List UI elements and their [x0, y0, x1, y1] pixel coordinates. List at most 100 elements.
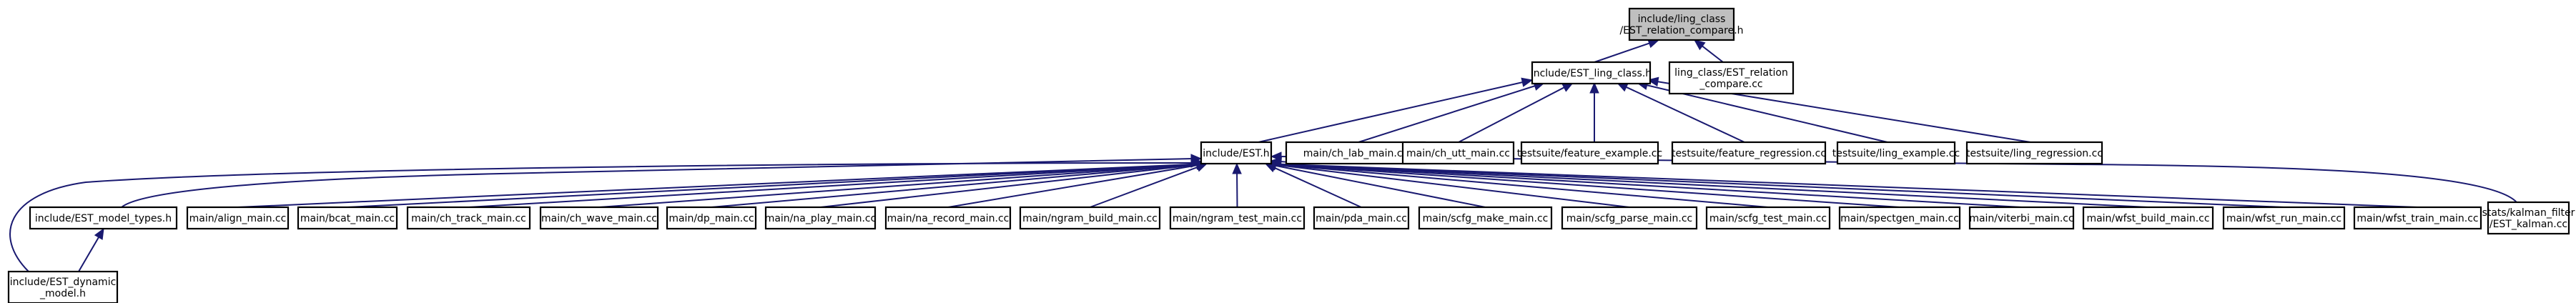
- node-label: main/scfg_parse_main.cc: [1566, 213, 1692, 224]
- node-label: testsuite/ling_regression.cc: [1966, 148, 2103, 159]
- node-relation-compare-cc[interactable]: ling_class/EST_relation_compare.cc: [1668, 61, 1795, 95]
- node-box: [1520, 141, 1659, 165]
- edge-line: [9, 162, 1193, 272]
- node-box: [1418, 206, 1553, 230]
- edge-arrowhead: [1232, 162, 1242, 174]
- node-wfst-build[interactable]: main/wfst_build_main.cc: [2082, 206, 2214, 230]
- node-scfg-make[interactable]: main/scfg_make_main.cc: [1418, 206, 1553, 230]
- edge-line: [347, 163, 1198, 208]
- edge-line: [468, 163, 1198, 208]
- node-ch-wave[interactable]: main/ch_wave_main.cc: [539, 206, 659, 230]
- edge-est_h-to-ling_class_h: [1258, 77, 1534, 143]
- edge-arrowhead: [1190, 158, 1203, 168]
- node-box: [1838, 206, 1961, 230]
- node-box: [1705, 206, 1831, 230]
- node-pda-main[interactable]: main/pda_main.cc: [1313, 206, 1410, 230]
- edge-line: [1358, 85, 1535, 143]
- node-label: main/ch_utt_main.cc: [1406, 148, 1510, 159]
- node-label: testsuite/feature_regression.cc: [1672, 148, 1826, 159]
- node-dynamic-model[interactable]: include/EST_dynamic_model.h: [7, 270, 119, 303]
- node-scfg-parse[interactable]: main/scfg_parse_main.cc: [1561, 206, 1698, 230]
- node-label: main/wfst_train_main.cc: [2357, 213, 2478, 224]
- node-box: [1019, 206, 1161, 230]
- node-box: [1965, 141, 2103, 165]
- node-box: [2222, 206, 2346, 230]
- node-label: main/scfg_make_main.cc: [1423, 213, 1549, 224]
- edge-line: [237, 163, 1198, 208]
- node-box: [1628, 7, 1735, 41]
- edge-line: [1275, 164, 1769, 208]
- node-est-h[interactable]: include/EST.h: [1200, 141, 1273, 165]
- edge-line: [820, 164, 1198, 208]
- node-label: _compare.cc: [1699, 79, 1762, 90]
- node-ling-class-h[interactable]: include/EST_ling_class.h: [1531, 61, 1652, 85]
- edge-ngram_build-to-est_h: [1090, 162, 1208, 208]
- node-label: main/wfst_build_main.cc: [2086, 213, 2209, 224]
- node-label: main/ngram_build_main.cc: [1022, 213, 1158, 224]
- node-na-play[interactable]: main/na_play_main.cc: [765, 206, 877, 230]
- node-label: include/EST_model_types.h: [35, 213, 172, 224]
- node-box: [1671, 141, 1827, 165]
- edge-feature_example-to-ling_class_h: [1589, 81, 1599, 142]
- node-box: [186, 206, 290, 230]
- edge-line: [711, 164, 1198, 208]
- node-label: include/EST_dynamic: [10, 277, 117, 288]
- edge-line: [1258, 81, 1523, 143]
- node-dp-main[interactable]: main/dp_main.cc: [666, 206, 757, 230]
- edge-line: [1702, 45, 1724, 63]
- node-box: [297, 206, 398, 230]
- node-box: [2353, 206, 2482, 230]
- node-ngram-test[interactable]: main/ngram_test_main.cc: [1169, 206, 1306, 230]
- node-na-record[interactable]: main/na_record_main.cc: [884, 206, 1012, 230]
- node-spectgen[interactable]: main/spectgen_main.cc: [1838, 206, 1961, 230]
- node-box: [406, 206, 531, 230]
- node-model-types[interactable]: include/EST_model_types.h: [29, 206, 178, 230]
- node-kalman[interactable]: stats/kalman_filter/EST_kalman.cc: [2482, 201, 2575, 235]
- edge-relation_compare_cc-to-root: [1693, 39, 1724, 63]
- edge-arrowhead: [1589, 81, 1599, 94]
- node-box: [1668, 61, 1795, 95]
- node-viterbi[interactable]: main/viterbi_main.cc: [1968, 206, 2075, 230]
- node-label: main/bcat_main.cc: [300, 213, 395, 224]
- edge-line: [1275, 163, 2284, 208]
- node-ch-utt[interactable]: main/ch_utt_main.cc: [1401, 141, 1515, 165]
- edge-line: [1275, 163, 2148, 208]
- node-ch-track[interactable]: main/ch_track_main.cc: [406, 206, 531, 230]
- node-ling-regression[interactable]: testsuite/ling_regression.cc: [1965, 141, 2103, 165]
- node-feature-regression[interactable]: testsuite/feature_regression.cc: [1671, 141, 1827, 165]
- node-feature-example[interactable]: testsuite/feature_example.cc: [1517, 141, 1662, 165]
- node-label: _model.h: [39, 288, 86, 299]
- node-ling-example[interactable]: testsuite/ling_example.cc: [1832, 141, 1960, 165]
- node-bcat-main[interactable]: main/bcat_main.cc: [297, 206, 398, 230]
- edge-wfst_build-to-est_h: [1264, 159, 2148, 208]
- node-label: main/ch_lab_main.cc: [1303, 148, 1408, 159]
- edge-line: [947, 164, 1198, 208]
- node-label: include/EST_ling_class.h: [1531, 68, 1652, 79]
- node-wfst-run[interactable]: main/wfst_run_main.cc: [2222, 206, 2346, 230]
- node-label: /EST_relation_compare.h: [1619, 25, 1743, 36]
- edge-ling_class_h-to-root: [1594, 39, 1660, 63]
- node-box: [2487, 201, 2570, 235]
- node-label: /EST_kalman.cc: [2489, 219, 2567, 230]
- node-scfg-test[interactable]: main/scfg_test_main.cc: [1705, 206, 1831, 230]
- edge-line: [1275, 163, 2418, 208]
- node-box: [29, 206, 178, 230]
- node-label: testsuite/ling_example.cc: [1832, 148, 1960, 159]
- edge-line: [1275, 164, 1630, 208]
- node-label: main/pda_main.cc: [1316, 213, 1407, 224]
- node-label: stats/kalman_filter: [2482, 207, 2575, 219]
- edge-line: [1275, 163, 1900, 208]
- edges-layer: [9, 39, 2517, 272]
- node-align-main[interactable]: main/align_main.cc: [186, 206, 290, 230]
- edge-line: [1274, 167, 1362, 208]
- node-box: [1169, 206, 1306, 230]
- node-ngram-build[interactable]: main/ngram_build_main.cc: [1019, 206, 1161, 230]
- edge-align_main-to-est_h: [237, 159, 1208, 208]
- node-box: [1200, 141, 1273, 165]
- edge-ngram_test-to-est_h: [1232, 162, 1242, 208]
- node-root[interactable]: include/ling_class/EST_relation_compare.…: [1619, 7, 1744, 41]
- edge-dynamic_model-to-est_h: [9, 158, 1203, 272]
- node-ch-lab[interactable]: main/ch_lab_main.cc: [1285, 141, 1426, 165]
- node-wfst-train[interactable]: main/wfst_train_main.cc: [2353, 206, 2482, 230]
